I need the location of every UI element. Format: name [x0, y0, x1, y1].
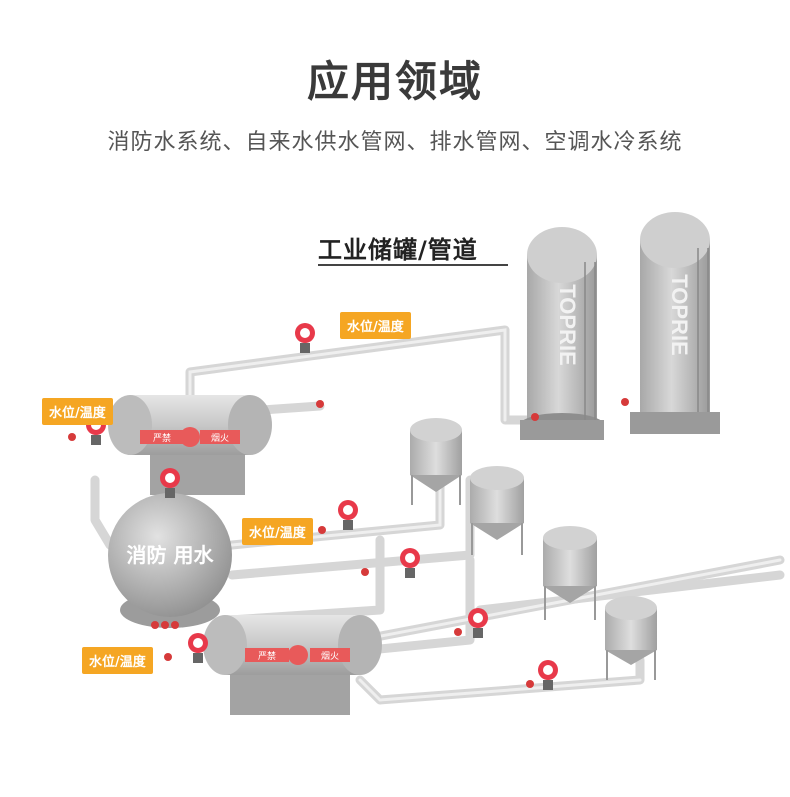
sensor-icon [338, 500, 358, 530]
tower-brand-right: TOPRIE [667, 274, 692, 356]
valve-icon [151, 621, 159, 629]
sphere-label: 消防 用水 [127, 543, 215, 567]
industry-underline [318, 264, 508, 266]
pipe-down [365, 555, 475, 655]
sensor-icon [188, 633, 208, 663]
valve-icon [171, 621, 179, 629]
sensor-icon [468, 608, 488, 638]
tank-warning-right: 烟火 [211, 432, 229, 444]
valve-icon [318, 526, 326, 534]
tank2-warning-left: 严禁 [258, 651, 276, 662]
page-title: 应用领域 [306, 57, 483, 106]
tower-brand-left: TOPRIE [555, 284, 580, 366]
small-tank-1 [410, 418, 462, 505]
valve-icon [621, 398, 629, 406]
sensor-icon [295, 323, 315, 353]
valve-icon [68, 433, 76, 441]
sensor-icon [400, 548, 420, 578]
valves [68, 398, 629, 688]
sensor-icon [160, 468, 180, 498]
valve-icon [164, 653, 172, 661]
industry-label: 工业储罐/管道 [318, 236, 478, 264]
pipe-left-loop [90, 475, 115, 550]
small-tank-2 [470, 466, 524, 555]
valve-icon [454, 628, 462, 636]
valve-icon [526, 680, 534, 688]
fire-water-sphere: 消防 用水 [108, 493, 232, 628]
tank-warning-left: 严禁 [153, 433, 171, 444]
pipe-vertical [225, 535, 385, 625]
small-tank-4 [605, 596, 657, 680]
pipe-long-2 [475, 570, 785, 615]
valve-icon [161, 621, 169, 629]
sensor-tag-bottom: 水位/温度 [82, 647, 153, 674]
small-tanks [410, 418, 657, 680]
sensor-icon [538, 660, 558, 690]
page-subtitle: 消防水系统、自来水供水管网、排水管网、空调水冷系统 [107, 130, 683, 155]
valve-icon [316, 400, 324, 408]
sensor-tag-top: 水位/温度 [340, 312, 411, 339]
valve-icon [361, 568, 369, 576]
tank2-warning-right: 烟火 [321, 650, 339, 662]
horizontal-tank-bottom: 严禁 烟火 [203, 615, 382, 715]
sensors [86, 323, 558, 690]
sensor-tag-left: 水位/温度 [42, 398, 113, 425]
valve-icon [531, 413, 539, 421]
sensor-tag-middle: 水位/温度 [242, 518, 313, 545]
storage-tower-left: TOPRIE [520, 227, 604, 440]
horizontal-tank-top: 严禁 烟火 [108, 395, 272, 495]
pipe-bottom [355, 655, 645, 705]
small-tank-3 [543, 526, 597, 620]
pipe-tank1-right [257, 401, 325, 415]
storage-tower-right: TOPRIE [630, 212, 720, 434]
